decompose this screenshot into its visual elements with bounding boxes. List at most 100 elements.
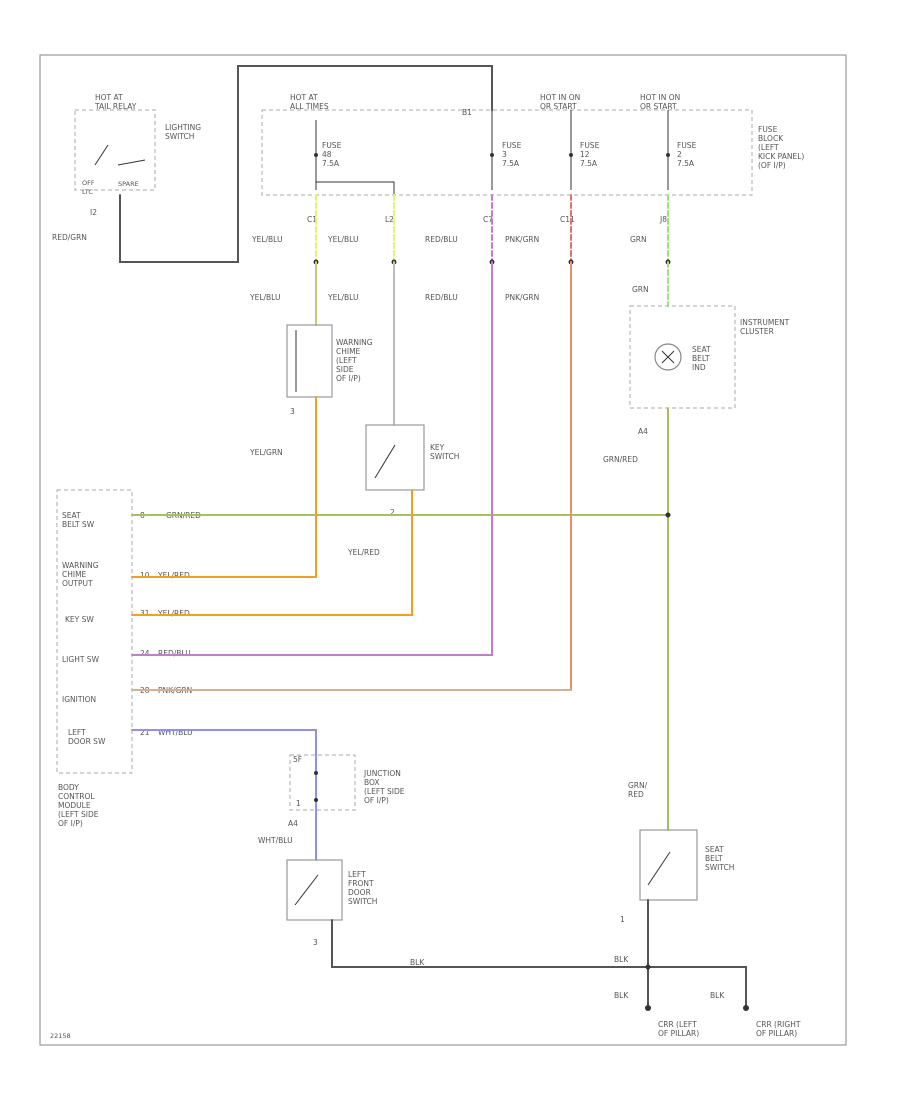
wire-red-blu-label-2: RED/BLU: [425, 293, 458, 302]
seat-belt-ind-lamp: [654, 343, 682, 371]
lighting-switch-box: [74, 109, 156, 191]
fuse-48-symbol: [314, 120, 318, 190]
wire-yel-blu-label-2: YEL/BLU: [327, 235, 358, 244]
bcm-pin-31: 31: [140, 609, 150, 618]
lighting-switch-arm: [117, 159, 146, 166]
chime-pin-label: 3: [290, 407, 295, 416]
wire-red-blu-light: [131, 261, 493, 656]
wire-grn-label-1: GRN: [630, 235, 647, 244]
wire-yel-grn-label: YEL/GRN: [249, 448, 283, 457]
wire-yel-red-mid-label: YEL/RED: [347, 548, 380, 557]
wire-yel-blu-label-1: YEL/BLU: [251, 235, 282, 244]
bcm-light-sw-label: LIGHT SW: [62, 655, 100, 664]
off-label: OFF: [82, 179, 95, 187]
j8-label: J8: [659, 215, 667, 224]
a4-wht-label: A4: [288, 819, 298, 828]
b1-label: B1: [462, 108, 472, 117]
diagram-frame: [39, 54, 847, 1046]
wire-red-blu-label-1: RED/BLU: [425, 235, 458, 244]
a4-cluster-label: A4: [638, 427, 648, 436]
wire-wht-blu-label-1: WHT/BLU: [158, 728, 193, 737]
warning-chime-box: [286, 324, 333, 398]
wire-wht-blu-label-2: WHT/BLU: [258, 836, 293, 845]
jb-top-label: 5F: [293, 755, 302, 764]
c1-label: C1: [307, 215, 317, 224]
wire-pnk-grn-label-1: PNK/GRN: [505, 235, 539, 244]
fuse-12-symbol: [569, 110, 573, 190]
wire-red-blu-label-3: RED/BLU: [158, 649, 191, 658]
junction-dot-seatbelt: [665, 512, 671, 518]
wire-grn-label-2: GRN: [632, 285, 649, 294]
wire-yel-red-label-1: YEL/RED: [157, 571, 190, 580]
c11-label: C11: [560, 215, 575, 224]
key-switch-blade: [374, 444, 396, 479]
junction-dot-ground: [645, 964, 651, 970]
wire-yel-blu-label-4: YEL/BLU: [327, 293, 358, 302]
sbs-pin-label: 1: [620, 915, 625, 924]
fuse-3-symbol: [490, 110, 494, 190]
blk-left-label: BLK: [614, 991, 629, 1000]
wire-grn-red-label-1: GRN/RED: [603, 455, 638, 464]
instrument-cluster-box: [629, 305, 736, 409]
ground-dot-right: [743, 1005, 749, 1011]
seat-belt-switch-box: [639, 829, 698, 901]
bcm-box: [56, 489, 133, 774]
wire-blk-door-ground: [331, 919, 649, 968]
bcm-pin-10: 10: [140, 571, 150, 580]
left-front-door-switch-box: [286, 859, 343, 921]
bcm-key-sw-label: KEY SW: [65, 615, 94, 624]
door-switch-blade: [294, 874, 319, 906]
blk-right-top-label: BLK: [614, 955, 629, 964]
ground-dot-left: [645, 1005, 651, 1011]
l2-label: L2: [385, 215, 394, 224]
wire-wht-blu-door: [131, 729, 317, 861]
junction-box: [289, 754, 356, 811]
i2-label: I2: [90, 208, 97, 217]
c7-label: C7: [483, 215, 493, 224]
seat-belt-switch-blade: [647, 851, 671, 886]
spare-label: SPARE: [118, 180, 139, 188]
ltc-label: LTC: [82, 188, 93, 196]
wire-yel-red-key: [131, 489, 413, 616]
door-pin-label: 3: [313, 938, 318, 947]
wire-red-grn-loop: [119, 65, 493, 263]
key-switch-box: [365, 424, 425, 491]
wire-yel-grn-chime: [131, 396, 317, 578]
bcm-pin-21: 21: [140, 728, 150, 737]
figure-id: 22158: [50, 1032, 71, 1040]
blk-mid-label: BLK: [410, 958, 425, 967]
wire-blk-right: [647, 966, 747, 1009]
wire-yel-blu-label-3: YEL/BLU: [249, 293, 280, 302]
jb-bottom-label: 1: [296, 799, 301, 808]
fuse-block-box: [261, 109, 753, 196]
fuse-48-bus: [316, 181, 395, 195]
wire-yel-red-label-2: YEL/RED: [157, 609, 190, 618]
lighting-switch-blade: [94, 144, 109, 166]
fuse-2-symbol: [666, 110, 670, 190]
key-pin-label: 2: [390, 508, 395, 517]
bcm-ignition-label: IGNITION: [62, 695, 96, 704]
